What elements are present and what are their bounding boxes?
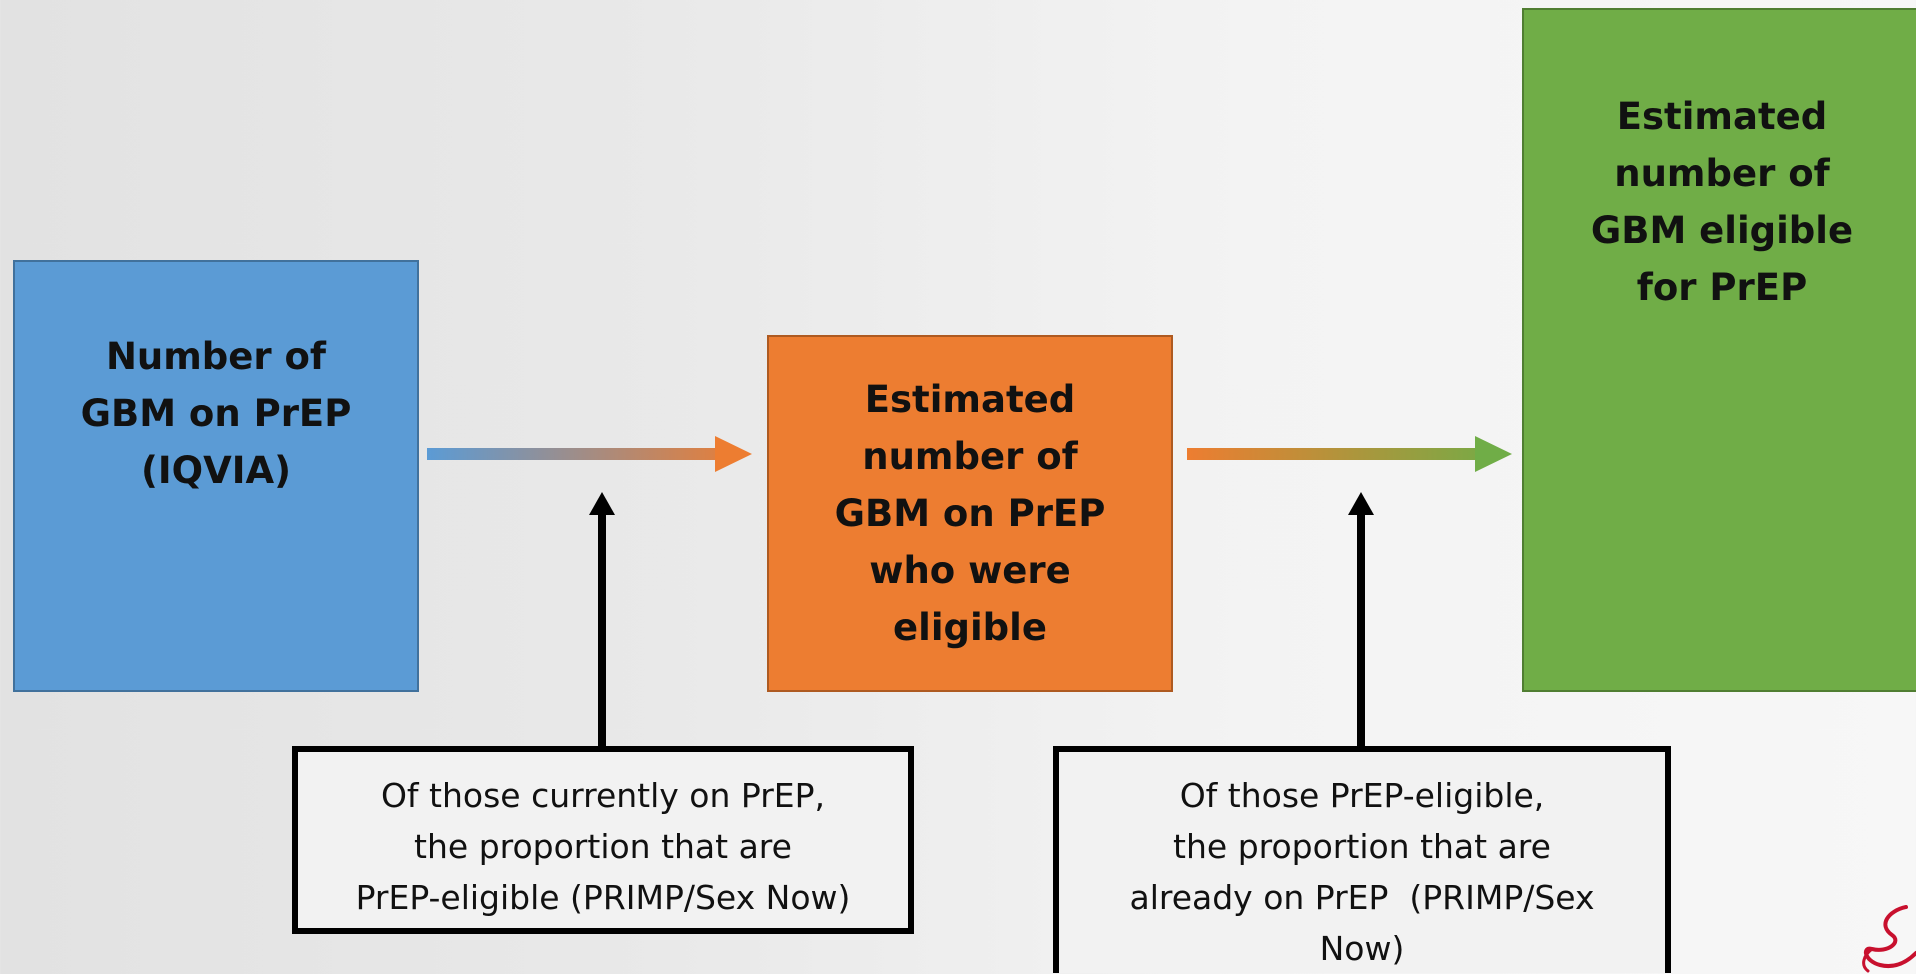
- note-1-line3: PrEP-eligible (PRIMP/Sex Now): [355, 878, 851, 917]
- note-1-line1: Of those currently on PrEP,: [380, 776, 826, 815]
- box-gbm-on-prep-iqvia: Number of GBM on PrEP (IQVIA): [13, 260, 419, 692]
- box-eligible-total-line2: number of: [1614, 152, 1830, 195]
- input-arrow-1: [589, 492, 615, 748]
- note-proportion-on-prep: Of those PrEP-eligible, the proportion t…: [1053, 746, 1671, 973]
- box-eligible-on-prep-line3: GBM on PrEP: [834, 492, 1106, 535]
- box-eligible-on-prep-line1: Estimated: [864, 378, 1076, 421]
- box-eligible-on-prep-line5: eligible: [893, 606, 1047, 649]
- box-eligible-on-prep-line4: who were: [869, 549, 1071, 592]
- box-eligible-on-prep-line2: number of: [862, 435, 1078, 478]
- box-eligible-total-line1: Estimated: [1616, 95, 1828, 138]
- box-eligible-total-line4: for PrEP: [1636, 266, 1808, 309]
- box-estimated-eligible-on-prep: Estimated number of GBM on PrEP who were…: [767, 335, 1173, 692]
- box-iqvia-line2: GBM on PrEP: [80, 392, 352, 435]
- box-eligible-total-line3: GBM eligible: [1590, 209, 1854, 252]
- note-proportion-eligible: Of those currently on PrEP, the proporti…: [292, 746, 914, 934]
- note-2-line3: already on PrEP (PRIMP/Sex: [1129, 878, 1595, 917]
- note-2-line1: Of those PrEP-eligible,: [1179, 776, 1545, 815]
- flow-arrow-2: [1187, 436, 1512, 472]
- note-2-line4: Now): [1319, 929, 1405, 968]
- red-ribbon-logo-icon: [1862, 905, 1916, 973]
- input-arrow-2: [1348, 492, 1374, 748]
- flow-arrow-1: [427, 436, 752, 472]
- note-1-line2: the proportion that are: [414, 827, 792, 866]
- box-iqvia-line1: Number of: [105, 335, 327, 378]
- box-estimated-eligible-for-prep: Estimated number of GBM eligible for PrE…: [1522, 8, 1916, 692]
- note-2-line2: the proportion that are: [1173, 827, 1551, 866]
- box-iqvia-line3: (IQVIA): [140, 449, 292, 492]
